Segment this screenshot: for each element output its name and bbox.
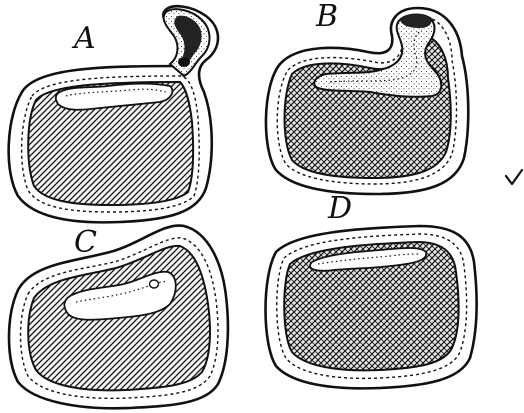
specimen-c-nucleus [150,280,159,288]
label-d: D [327,191,352,226]
specimen-b [266,8,468,194]
label-b: B [315,0,338,34]
specimen-a [9,6,218,222]
specimen-d [266,226,477,388]
specimen-a-duct-opening [178,57,190,67]
label-a: A [71,21,96,56]
label-c: C [74,225,97,260]
specimen-c [9,226,228,409]
check-mark [506,170,522,184]
